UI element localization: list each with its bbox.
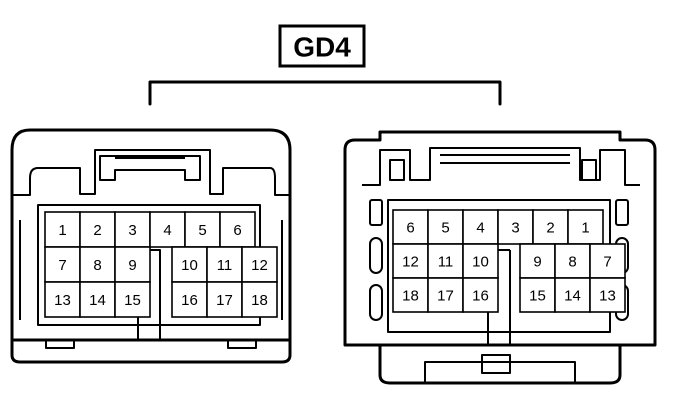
title-label: GD4 bbox=[278, 24, 366, 68]
pin-number: 13 bbox=[599, 288, 616, 305]
right-latch-bar bbox=[440, 154, 570, 164]
pin-number: 9 bbox=[533, 254, 541, 271]
pin-cell bbox=[462, 277, 499, 313]
right-latch-post bbox=[389, 159, 405, 181]
right-body-outline bbox=[362, 147, 640, 186]
pin-cell bbox=[114, 281, 151, 318]
pin-number: 13 bbox=[54, 292, 71, 309]
right-base bbox=[378, 343, 622, 385]
right-base-clip bbox=[481, 354, 511, 374]
pin-cell bbox=[554, 277, 591, 313]
right-housing bbox=[343, 130, 657, 347]
right-pin-grid: 6 5 4 3 2 1 12 11 10 9 8 7 18 17 16 15 14 13 bbox=[392, 209, 626, 313]
pin-number: 17 bbox=[437, 288, 454, 305]
pin-cell bbox=[241, 246, 278, 283]
pin-cell bbox=[497, 209, 534, 245]
pin-number: 18 bbox=[251, 292, 268, 309]
pin-cell bbox=[392, 209, 429, 245]
pin-cell bbox=[589, 277, 626, 313]
pin-number: 5 bbox=[441, 220, 449, 237]
pin-number: 2 bbox=[93, 222, 101, 239]
pin-cell bbox=[171, 246, 208, 283]
right-latch-post bbox=[581, 159, 597, 181]
pin-number: 17 bbox=[216, 292, 233, 309]
pin-number: 16 bbox=[181, 292, 198, 309]
pin-cell bbox=[519, 277, 556, 313]
pin-cell bbox=[206, 246, 243, 283]
left-foot bbox=[227, 339, 257, 349]
pin-cell bbox=[79, 281, 116, 318]
left-body-outline bbox=[12, 149, 290, 196]
pin-number: 7 bbox=[58, 257, 66, 274]
pin-cell bbox=[427, 243, 464, 279]
connector-bracket bbox=[148, 80, 502, 106]
right-base-tab bbox=[424, 361, 576, 383]
right-connector: 6 5 4 3 2 1 12 11 10 9 8 7 18 17 16 15 14 13 bbox=[343, 130, 657, 385]
pin-cell bbox=[462, 243, 499, 279]
pin-number: 7 bbox=[603, 254, 611, 271]
pin-cell bbox=[149, 211, 186, 248]
pin-number: 6 bbox=[406, 220, 414, 237]
pin-number: 1 bbox=[581, 220, 589, 237]
right-side-slot bbox=[369, 284, 383, 321]
pin-number: 8 bbox=[93, 257, 101, 274]
title-text: GD4 bbox=[293, 32, 351, 63]
pin-number: 11 bbox=[217, 257, 233, 274]
pin-number: 9 bbox=[128, 257, 136, 274]
pin-cell bbox=[241, 281, 278, 318]
pin-number: 12 bbox=[251, 257, 268, 274]
pin-cell bbox=[589, 243, 626, 279]
pin-cell bbox=[219, 211, 256, 248]
pin-cell bbox=[171, 281, 208, 318]
pin-number: 6 bbox=[233, 222, 241, 239]
pin-number: 10 bbox=[181, 257, 198, 274]
pin-number: 15 bbox=[529, 288, 546, 305]
pin-cell bbox=[392, 277, 429, 313]
left-foot bbox=[45, 339, 75, 349]
pin-number: 15 bbox=[124, 292, 141, 309]
pin-number: 10 bbox=[472, 254, 489, 271]
right-side-slot bbox=[369, 237, 383, 274]
pin-cell bbox=[392, 243, 429, 279]
right-side-slot bbox=[615, 199, 629, 226]
pin-number: 3 bbox=[128, 222, 136, 239]
pin-number: 3 bbox=[511, 220, 519, 237]
pin-cell bbox=[44, 211, 81, 248]
pin-number: 18 bbox=[402, 288, 419, 305]
right-side-slot bbox=[369, 199, 383, 226]
pin-number: 5 bbox=[198, 222, 206, 239]
pin-number: 14 bbox=[89, 292, 106, 309]
left-latch bbox=[99, 155, 201, 181]
pin-cell bbox=[184, 211, 221, 248]
pin-number: 1 bbox=[58, 222, 66, 239]
pin-number: 8 bbox=[568, 254, 576, 271]
pin-number: 14 bbox=[564, 288, 581, 305]
pin-cell bbox=[44, 281, 81, 318]
pin-number: 4 bbox=[476, 220, 484, 237]
left-base bbox=[10, 338, 292, 364]
pin-cell bbox=[462, 209, 499, 245]
pin-number: 12 bbox=[402, 254, 419, 271]
pin-cell bbox=[114, 246, 151, 283]
pin-number: 16 bbox=[472, 288, 489, 305]
pin-number: 4 bbox=[163, 222, 171, 239]
pin-number: 11 bbox=[438, 254, 454, 271]
pin-number: 2 bbox=[546, 220, 554, 237]
